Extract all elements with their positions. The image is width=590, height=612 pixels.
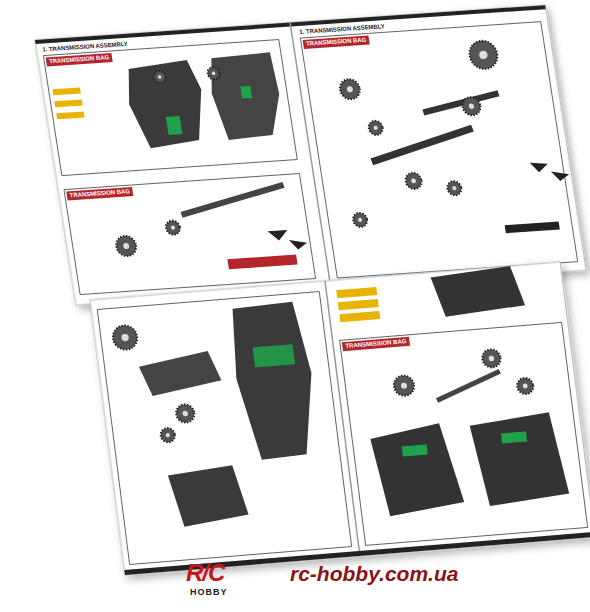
bottom-booklet xyxy=(90,262,590,575)
gear-hub xyxy=(358,218,363,222)
watermark-url: rc-hobby.com.ua xyxy=(290,562,458,585)
gear xyxy=(165,220,181,235)
gear-hub xyxy=(523,383,528,388)
gear-hub xyxy=(479,50,489,59)
gear xyxy=(467,40,499,70)
top-booklet xyxy=(35,5,586,305)
logo-mark: R/C xyxy=(186,560,224,586)
gear-hub xyxy=(411,178,416,183)
gear xyxy=(115,235,138,256)
gear-hub xyxy=(158,75,162,79)
gear xyxy=(207,67,221,80)
gear xyxy=(368,120,384,135)
bag-banner: TRANSMISSION BAG xyxy=(66,187,133,200)
gear-hub xyxy=(212,71,216,75)
gear-hub xyxy=(182,411,188,417)
bag-banner: TRANSMISSION BAG xyxy=(303,35,370,48)
gear-hub xyxy=(468,103,474,109)
gear-hub xyxy=(401,382,408,388)
gear-hub xyxy=(171,225,176,229)
bottom-booklet-text: TRANSMISSION BAG xyxy=(90,258,590,575)
gear-hub xyxy=(373,126,378,130)
gear-hub xyxy=(452,186,457,190)
gear xyxy=(112,325,139,351)
gear xyxy=(153,71,167,84)
gear xyxy=(404,172,422,189)
bag-banner: TRANSMISSION BAG xyxy=(46,53,113,66)
gear-hub xyxy=(346,86,353,92)
gear xyxy=(516,377,534,394)
gear xyxy=(446,181,462,196)
gear xyxy=(160,428,176,443)
gear-hub xyxy=(123,243,130,249)
gear xyxy=(339,79,362,100)
gear xyxy=(481,349,501,368)
top-booklet-text: 1. TRANSMISSION ASSEMBLY 1. TRANSMISSION … xyxy=(35,5,587,315)
section-header: 1. TRANSMISSION ASSEMBLY xyxy=(299,23,385,35)
gear xyxy=(352,212,368,227)
gear-hub xyxy=(165,433,170,438)
gear-hub xyxy=(121,334,129,342)
gear xyxy=(175,404,195,423)
gear-hub xyxy=(488,355,494,361)
gear xyxy=(461,97,481,116)
section-header: 1. TRANSMISSION ASSEMBLY xyxy=(42,41,128,53)
logo-word: HOBBY xyxy=(190,588,228,598)
bag-banner: TRANSMISSION BAG xyxy=(342,337,410,351)
gear xyxy=(393,375,416,397)
